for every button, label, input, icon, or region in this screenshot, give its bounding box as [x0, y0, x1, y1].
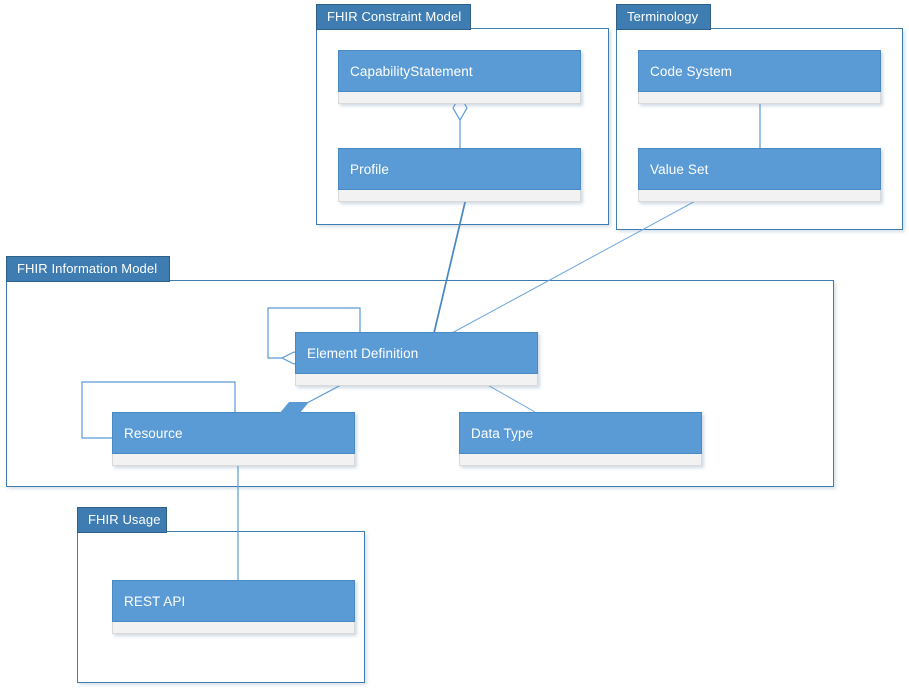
class-capabilitystatement[interactable]: CapabilityStatement: [338, 50, 581, 104]
class-element-definition[interactable]: Element Definition: [295, 332, 538, 386]
class-compartment-data-type: [459, 454, 702, 466]
class-value-set[interactable]: Value Set: [638, 148, 881, 202]
class-compartment-element-definition: [295, 374, 538, 386]
class-title-data-type: Data Type: [459, 412, 702, 454]
package-label-terminology: Terminology: [616, 4, 711, 30]
class-title-profile: Profile: [338, 148, 581, 190]
package-label-fhir-usage: FHIR Usage: [77, 507, 167, 533]
class-title-resource: Resource: [112, 412, 355, 454]
class-resource[interactable]: Resource: [112, 412, 355, 466]
class-compartment-value-set: [638, 190, 881, 202]
class-title-capabilitystatement: CapabilityStatement: [338, 50, 581, 92]
class-title-rest-api: REST API: [112, 580, 355, 622]
class-data-type[interactable]: Data Type: [459, 412, 702, 466]
class-compartment-resource: [112, 454, 355, 466]
class-title-element-definition: Element Definition: [295, 332, 538, 374]
class-profile[interactable]: Profile: [338, 148, 581, 202]
class-rest-api[interactable]: REST API: [112, 580, 355, 634]
class-code-system[interactable]: Code System: [638, 50, 881, 104]
class-title-code-system: Code System: [638, 50, 881, 92]
package-label-fhir-constraint-model: FHIR Constraint Model: [316, 4, 471, 30]
class-compartment-code-system: [638, 92, 881, 104]
class-title-value-set: Value Set: [638, 148, 881, 190]
class-compartment-profile: [338, 190, 581, 202]
class-compartment-rest-api: [112, 622, 355, 634]
class-compartment-capabilitystatement: [338, 92, 581, 104]
package-label-fhir-information-model: FHIR Information Model: [6, 256, 170, 282]
